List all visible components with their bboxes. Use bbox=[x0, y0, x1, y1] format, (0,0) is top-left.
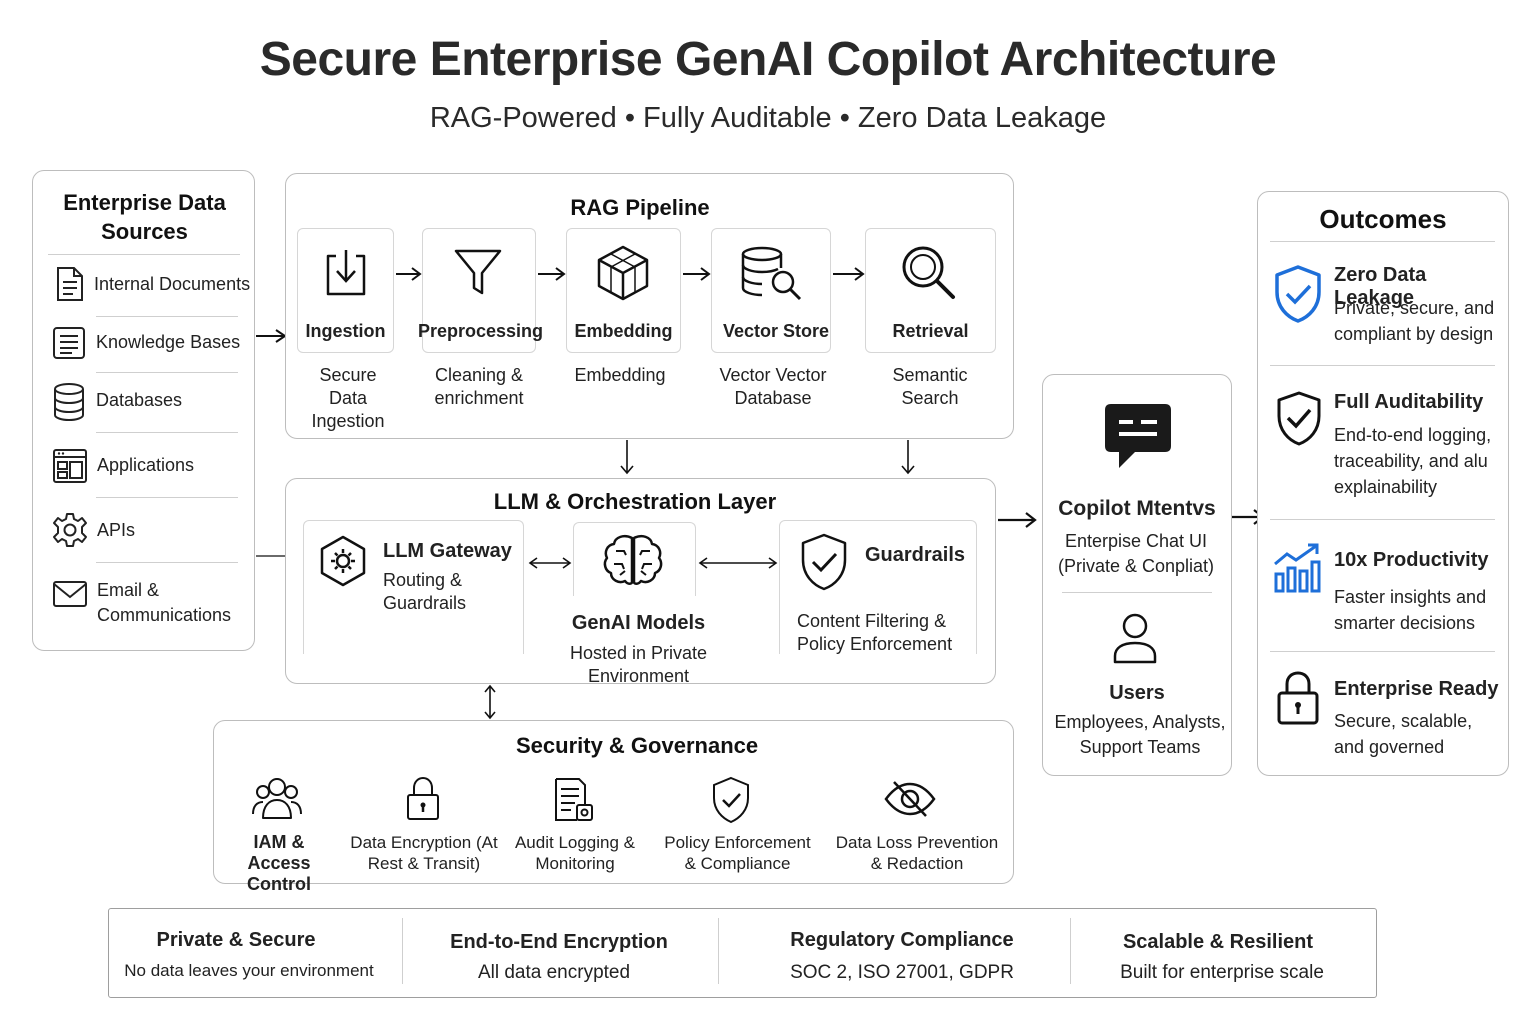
security-item-label: Audit Logging & Monitoring bbox=[514, 833, 636, 873]
rag-step-desc: Vector Vector Database bbox=[719, 365, 827, 408]
eye-off-icon bbox=[884, 781, 936, 817]
rag-step-label: Ingestion bbox=[305, 321, 386, 341]
llm-gateway-label: LLM Gateway bbox=[383, 540, 512, 562]
shield-check-icon bbox=[713, 776, 749, 824]
outcome-title: 10x Productivity bbox=[1334, 549, 1489, 571]
shield-check-icon bbox=[1275, 265, 1321, 323]
llm-gateway-desc: Routing & Guardrails bbox=[383, 570, 467, 613]
data-sources-panel bbox=[32, 170, 255, 651]
arrow-sources-to-rag bbox=[256, 329, 287, 343]
outcome-title: Full Auditability bbox=[1334, 391, 1484, 413]
shield-check-icon bbox=[801, 533, 847, 591]
footer-bar bbox=[108, 908, 1377, 998]
rag-step-desc: Semantic Search bbox=[892, 365, 968, 408]
document-icon bbox=[57, 267, 83, 301]
footer-item-title: End-to-End Encryption bbox=[450, 931, 668, 953]
source-item-label: Applications bbox=[97, 455, 195, 475]
outcomes-panel bbox=[1257, 191, 1509, 776]
rag-pipeline-title: RAG Pipeline bbox=[570, 195, 710, 220]
copilot-desc: Enterpise Chat UI (Private & Conpliat) bbox=[1057, 531, 1215, 576]
rag-step-label: Preprocessing bbox=[418, 321, 544, 341]
rag-step-label: Vector Store bbox=[722, 321, 830, 341]
knowledge-base-icon bbox=[53, 327, 85, 359]
chat-icon bbox=[1105, 404, 1171, 468]
rag-step-desc: Embedding bbox=[574, 365, 666, 385]
shield-check-icon bbox=[1277, 391, 1321, 446]
arrow-embedding-to-vector-store bbox=[683, 267, 711, 281]
footer-item-desc: Built for enterprise scale bbox=[1120, 962, 1324, 983]
users-title: Users bbox=[1109, 682, 1165, 704]
source-item-label: Databases bbox=[96, 390, 183, 410]
guardrails-card bbox=[779, 520, 977, 654]
copilot-title: Copilot Mtentvs bbox=[1058, 497, 1216, 520]
rag-step-label: Retrieval bbox=[892, 321, 969, 341]
users-desc: Employees, Analysts, Support Teams bbox=[1054, 712, 1226, 757]
rag-step-label: Embedding bbox=[574, 321, 673, 341]
arrow-gateway-models bbox=[528, 557, 572, 569]
brain-icon bbox=[603, 535, 663, 585]
source-item-label: Email & Communications bbox=[97, 580, 232, 625]
genai-models-desc: Hosted in Private Environment bbox=[569, 643, 708, 686]
arrow-llm-security bbox=[484, 684, 496, 720]
outcome-desc: Faster insights and smarter decisions bbox=[1334, 587, 1487, 633]
llm-orchestration-title: LLM & Orchestration Layer bbox=[493, 489, 777, 514]
arrow-rag-to-llm-right bbox=[901, 440, 915, 475]
download-icon bbox=[326, 250, 366, 296]
user-icon bbox=[1113, 613, 1157, 664]
filter-icon bbox=[454, 249, 502, 295]
bar-chart-icon bbox=[1274, 543, 1321, 593]
security-governance-title: Security & Governance bbox=[516, 733, 759, 758]
mail-icon bbox=[53, 581, 87, 607]
security-item-label: Policy Enforcement & Compliance bbox=[664, 833, 811, 873]
footer-item-desc: SOC 2, ISO 27001, GDPR bbox=[790, 962, 1014, 983]
users-icon bbox=[252, 778, 302, 819]
arrow-models-guardrails bbox=[698, 557, 778, 569]
arrow-llm-to-copilot bbox=[998, 512, 1037, 528]
outcome-title: Zero Data Leakage bbox=[1334, 264, 1427, 309]
database-search-icon bbox=[741, 246, 802, 301]
security-item-label: Data Loss Prevention & Redaction bbox=[835, 833, 999, 873]
magnifier-icon bbox=[902, 246, 955, 299]
lock-icon bbox=[407, 776, 439, 820]
arrow-ingestion-to-preprocessing bbox=[396, 267, 422, 281]
arrow-preprocessing-to-embedding bbox=[538, 267, 566, 281]
security-item-label: IAM & Access Control bbox=[247, 832, 311, 894]
arrow-vector-store-to-retrieval bbox=[833, 267, 865, 281]
applications-icon bbox=[53, 449, 87, 483]
outcome-desc: End-to-end logging, traceability, and al… bbox=[1334, 425, 1492, 497]
genai-models-label: GenAI Models bbox=[571, 612, 706, 634]
rag-step-ingestion bbox=[297, 228, 394, 353]
source-item-label: APIs bbox=[97, 520, 136, 540]
hexagon-gear-icon bbox=[320, 535, 366, 587]
outcomes-title: Outcomes bbox=[1319, 204, 1447, 234]
audit-doc-icon bbox=[555, 778, 593, 821]
source-item-label: Knowledge Bases bbox=[96, 332, 241, 352]
outcome-title: Enterprise Ready bbox=[1334, 678, 1499, 700]
footer-item-desc: No data leaves your environment bbox=[124, 961, 374, 980]
footer-item-desc: All data encrypted bbox=[477, 962, 631, 983]
cube-icon bbox=[597, 245, 649, 301]
security-item-label: Data Encryption (At Rest & Transit) bbox=[350, 833, 498, 873]
guardrails-label: Guardrails bbox=[865, 544, 966, 566]
database-icon bbox=[54, 383, 84, 422]
footer-item-title: Regulatory Compliance bbox=[790, 929, 1014, 951]
gear-icon bbox=[53, 513, 87, 547]
security-governance-panel bbox=[213, 720, 1014, 884]
rag-step-desc: Secure Data Ingestion bbox=[311, 365, 385, 431]
data-sources-title: Enterprise Data Sources bbox=[63, 190, 226, 244]
lock-icon bbox=[1277, 671, 1319, 725]
page-title: Secure Enterprise GenAI Copilot Architec… bbox=[259, 33, 1277, 86]
arrow-rag-to-llm-left bbox=[620, 440, 634, 475]
llm-gateway-card bbox=[303, 520, 524, 654]
rag-step-desc: Cleaning & enrichment bbox=[434, 365, 524, 408]
outcome-desc: Private, secure, and compliant by design bbox=[1334, 298, 1495, 344]
page-subtitle: RAG-Powered • Fully Auditable • Zero Dat… bbox=[429, 102, 1107, 134]
footer-item-title: Private & Secure bbox=[156, 929, 316, 951]
outcome-desc: Secure, scalable, and governed bbox=[1334, 711, 1473, 757]
footer-item-title: Scalable & Resilient bbox=[1122, 931, 1314, 953]
guardrails-desc: Content Filtering & Policy Enforcement bbox=[797, 611, 953, 654]
source-item-label: Internal Documents bbox=[94, 274, 251, 294]
